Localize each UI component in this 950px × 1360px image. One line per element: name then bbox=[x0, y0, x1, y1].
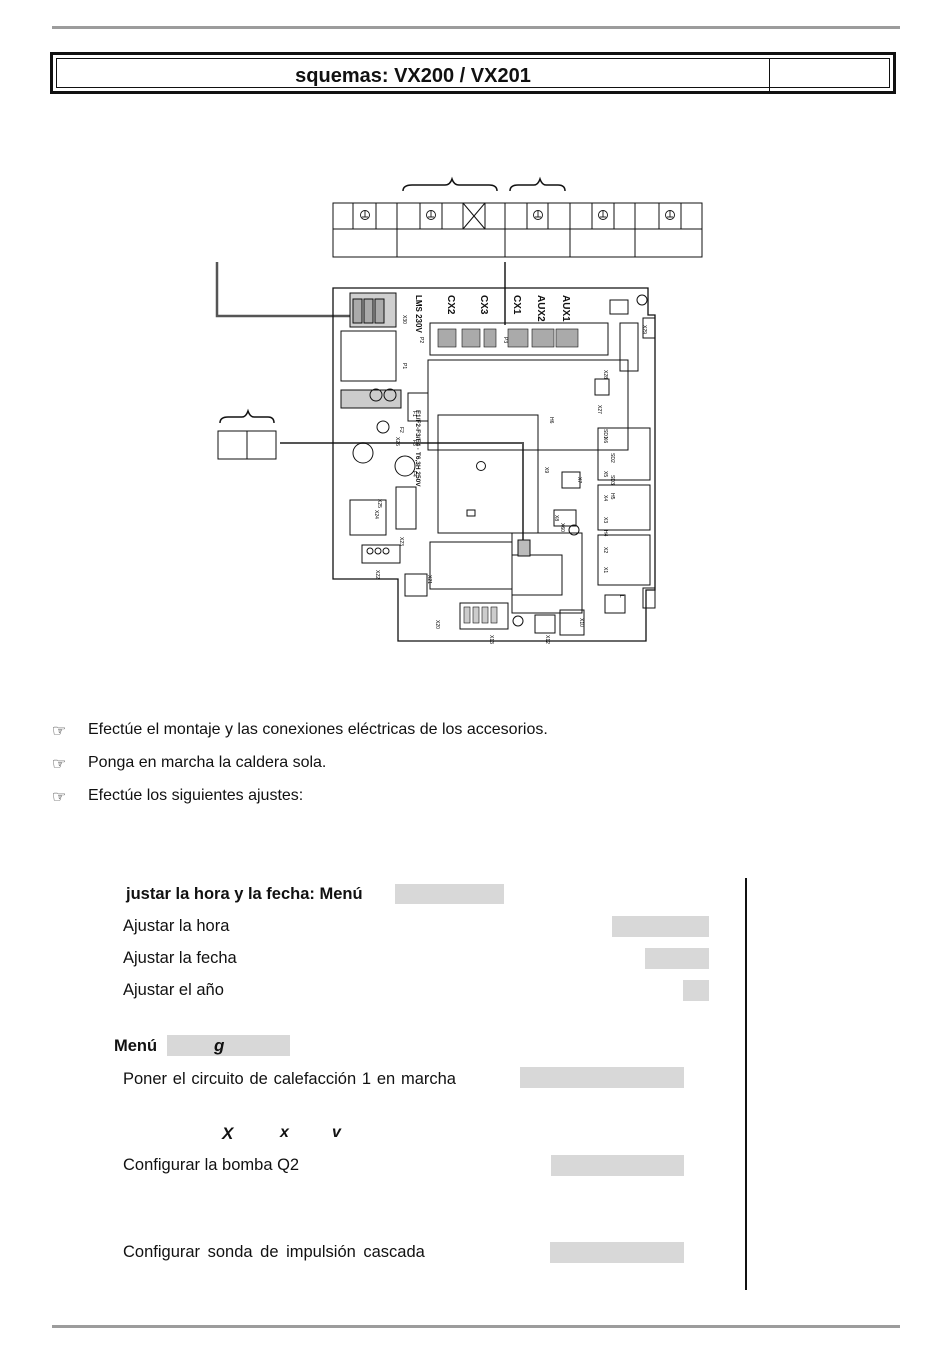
board-ref-label: X30 bbox=[401, 315, 407, 324]
board-ref-label: X24 bbox=[373, 510, 379, 519]
board-ref-label: X8 bbox=[553, 515, 559, 521]
board-ref-label: X29 bbox=[641, 325, 647, 334]
menu-letter: g bbox=[214, 1036, 225, 1055]
value-highlight bbox=[645, 948, 709, 969]
label-fuses: F1/F2-F3/F4 · T6,3H 250V bbox=[414, 410, 421, 487]
italic-letter: v bbox=[332, 1124, 341, 1141]
value-highlight bbox=[551, 1155, 684, 1176]
board-ref-label: X9 bbox=[543, 467, 549, 473]
board-ref-label: P3 bbox=[502, 337, 508, 343]
page-title: squemas: VX200 / VX201 bbox=[295, 65, 531, 87]
board-ref-label: X5 bbox=[602, 471, 608, 477]
board-ref-label: X3 bbox=[602, 517, 608, 523]
item-circuito: Poner el circuito de calefacción 1 en ma… bbox=[123, 1070, 456, 1088]
board-ref-label: H4 bbox=[602, 530, 608, 537]
board-ref-label: H5 bbox=[609, 493, 615, 500]
value-highlight bbox=[612, 916, 709, 937]
board-ref-label: X1 bbox=[602, 567, 608, 573]
item-bomba: Configurar la bomba Q2 bbox=[123, 1156, 300, 1174]
label-aux1: AUX1 bbox=[560, 295, 571, 322]
bottom-rule bbox=[52, 1325, 900, 1328]
board-ref-label: SD3 bbox=[609, 475, 615, 485]
board-ref-label: X12 bbox=[544, 635, 550, 644]
label-lms: LMS 230V bbox=[414, 295, 423, 333]
board-ref-label: X23 bbox=[398, 537, 404, 546]
italic-letter: x bbox=[280, 1124, 289, 1141]
pointing-hand-icon: ☞ bbox=[52, 789, 67, 806]
italic-letter: X bbox=[222, 1124, 234, 1143]
board-ref-label: X7 bbox=[576, 477, 582, 483]
pointing-hand-icon: ☞ bbox=[52, 723, 67, 740]
section-menu-label: Menú bbox=[114, 1037, 158, 1055]
top-rule bbox=[52, 26, 900, 29]
board-ref-label: F3 bbox=[411, 440, 417, 446]
board-ref-label: X13 bbox=[488, 635, 494, 644]
pointing-hand-icon: ☞ bbox=[52, 756, 67, 773]
value-highlight bbox=[683, 980, 709, 1001]
board-ref-label: P1 bbox=[401, 363, 407, 369]
board-ref-label: X25 bbox=[376, 499, 382, 508]
item-sonda: Configurar sonda de impulsión cascada bbox=[123, 1243, 425, 1261]
board-ref-label: X28 bbox=[602, 370, 608, 379]
board-ref-label: X20 bbox=[434, 620, 440, 629]
board-ref-label: X26 bbox=[394, 437, 400, 446]
board-ref-label: X27 bbox=[596, 405, 602, 414]
menu-highlight bbox=[167, 1035, 290, 1056]
label-cx1: CX1 bbox=[511, 295, 522, 315]
item-fecha: Ajustar la fecha bbox=[123, 949, 237, 967]
board-ref-label: H6 bbox=[548, 417, 554, 424]
item-ano: Ajustar el año bbox=[123, 981, 224, 999]
board-ref-label: F2 bbox=[398, 427, 404, 433]
title-separator bbox=[769, 59, 770, 93]
item-hora: Ajustar la hora bbox=[123, 917, 230, 935]
board-ref-label: X22 bbox=[374, 570, 380, 579]
label-cx3: CX3 bbox=[478, 295, 489, 315]
board-ref-label: P2 bbox=[418, 337, 424, 343]
title-box: squemas: VX200 / VX201 bbox=[50, 52, 896, 94]
board-ref-label: SD2 bbox=[609, 453, 615, 463]
board-ref-label: X6 bbox=[602, 437, 608, 443]
vertical-divider bbox=[745, 878, 747, 1290]
wiring-diagram: LMS 230V CX2 CX3 CX1 AUX2 AUX1 F1/F2-F3/… bbox=[215, 176, 703, 644]
board-ref-label: F1 bbox=[411, 411, 417, 417]
board-ref-label: X4 bbox=[602, 495, 608, 501]
value-highlight bbox=[550, 1242, 684, 1263]
board-ref-label: F4 bbox=[411, 471, 417, 477]
menu-highlight bbox=[395, 884, 504, 904]
board-ref-label: X2 bbox=[602, 547, 608, 553]
value-highlight bbox=[520, 1067, 684, 1088]
label-cx2: CX2 bbox=[445, 295, 456, 315]
section-title-time: justar la hora y la fecha: Menú bbox=[126, 885, 363, 903]
board-ref-label: X10 bbox=[578, 618, 584, 627]
board-ref-label: L bbox=[618, 595, 624, 598]
board-ref-label: X60 bbox=[559, 523, 565, 532]
board-ref-label: X21 bbox=[426, 575, 432, 584]
board-ref-label: SD1 bbox=[602, 429, 608, 439]
label-aux2: AUX2 bbox=[535, 295, 546, 322]
